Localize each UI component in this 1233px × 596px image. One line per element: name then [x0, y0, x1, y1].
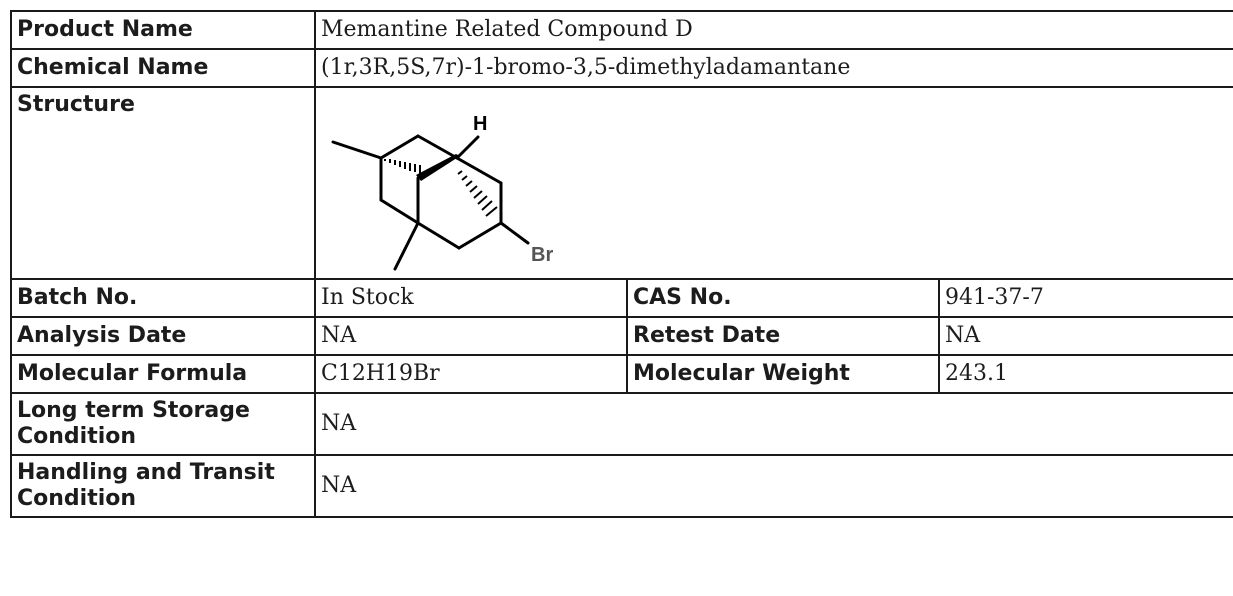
molecular-formula-value: C12H19Br — [314, 354, 628, 394]
row-product-name: Product Name Memantine Related Compound … — [10, 10, 1233, 50]
row-dates: Analysis Date NA Retest Date NA — [10, 316, 1233, 356]
cas-no-value: 941-37-7 — [937, 278, 1233, 318]
structure-label: Structure — [10, 86, 316, 280]
molecular-weight-value: 243.1 — [937, 354, 1233, 394]
structure-cell: H Br — [313, 86, 1233, 280]
storage-value: NA — [313, 392, 1233, 456]
cas-no-label: CAS No. — [626, 278, 940, 318]
molecular-weight-label: Molecular Weight — [626, 354, 940, 394]
row-handling: Handling and Transit Condition NA — [10, 454, 1233, 518]
row-batch-cas: Batch No. In Stock CAS No. 941-37-7 — [10, 278, 1233, 318]
product-name-label: Product Name — [10, 10, 316, 50]
bromine-atom-label: Br — [531, 244, 553, 266]
analysis-date-label: Analysis Date — [10, 316, 316, 356]
chemical-name-label: Chemical Name — [10, 48, 316, 88]
analysis-date-value: NA — [314, 316, 628, 356]
row-formula-weight: Molecular Formula C12H19Br Molecular Wei… — [10, 354, 1233, 394]
hydrogen-atom-label: H — [473, 113, 487, 135]
product-spec-table: Product Name Memantine Related Compound … — [10, 10, 1233, 518]
row-chemical-name: Chemical Name (1r,3R,5S,7r)-1-bromo-3,5-… — [10, 48, 1233, 88]
row-storage: Long term Storage Condition NA — [10, 392, 1233, 456]
batch-no-label: Batch No. — [10, 278, 316, 318]
product-name-value: Memantine Related Compound D — [313, 10, 1233, 50]
storage-label: Long term Storage Condition — [10, 392, 316, 456]
batch-no-value: In Stock — [314, 278, 628, 318]
molecular-formula-label: Molecular Formula — [10, 354, 316, 394]
molecule-structure-image: H Br — [331, 113, 553, 271]
retest-date-label: Retest Date — [626, 316, 940, 356]
chemical-name-value: (1r,3R,5S,7r)-1-bromo-3,5-dimethyladaman… — [313, 48, 1233, 88]
retest-date-value: NA — [937, 316, 1233, 356]
handling-value: NA — [313, 454, 1233, 518]
handling-label: Handling and Transit Condition — [10, 454, 316, 518]
row-structure: Structure — [10, 86, 1233, 280]
